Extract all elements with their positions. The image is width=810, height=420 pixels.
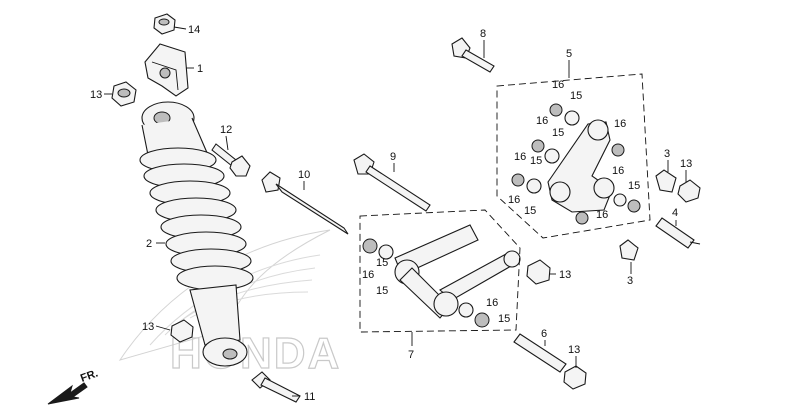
callout-16: 15 [498, 313, 510, 325]
pipe-4-part [655, 217, 695, 249]
callout-5: 5 [566, 48, 572, 60]
callout-labels: 14 1 13 12 10 9 8 5 2 13 11 7 6 13 13 3 … [90, 24, 692, 403]
callout-13: 13 [568, 344, 580, 356]
shock-absorber-part [139, 101, 254, 367]
callout-3: 3 [627, 275, 633, 287]
bearings-group [362, 103, 641, 328]
long-bolt-9-part [353, 153, 431, 212]
callout-16: 16 [552, 79, 564, 91]
nut-lower-left [170, 319, 194, 343]
bolt-12-part [211, 143, 251, 177]
pin-6-part [513, 333, 567, 373]
front-direction-label: FR. [79, 367, 100, 384]
honda-watermark-text: HONDA [170, 329, 341, 378]
callout-15: 16 [362, 269, 374, 281]
assembly-box-7 [359, 209, 521, 333]
nut-bottom-right [563, 365, 587, 390]
lower-bolt-part [251, 371, 301, 403]
front-direction-arrow [47, 382, 88, 405]
link-arm-part [547, 119, 615, 213]
callout-16: 16 [514, 151, 526, 163]
collar-3-lower [619, 239, 639, 261]
nut-center [526, 259, 551, 285]
callout-13: 13 [90, 89, 102, 101]
callout-3: 3 [664, 148, 670, 160]
callout-16: 16 [508, 194, 520, 206]
bolt-8-part [451, 37, 495, 73]
callout-15: 15 [524, 205, 536, 217]
callout-16: 16 [596, 209, 608, 221]
callout-13: 13 [680, 158, 692, 170]
callout-6: 6 [541, 328, 547, 340]
callout-13: 13 [142, 321, 154, 333]
callout-9: 9 [390, 151, 396, 163]
callout-13: 13 [559, 269, 571, 281]
collar-3-upper [655, 169, 677, 193]
callout-15: 15 [530, 155, 542, 167]
top-nut-part [153, 13, 176, 35]
callout-16: 15 [376, 257, 388, 269]
callout-16: 16 [536, 115, 548, 127]
callout-15: 15 [570, 90, 582, 102]
callout-2: 2 [146, 238, 152, 250]
leader-lines [104, 26, 701, 397]
long-bolt-10-part [261, 171, 349, 235]
callout-7: 7 [408, 349, 414, 361]
assembly-box-5 [496, 73, 651, 239]
nut-right-upper [677, 179, 701, 203]
upper-joint-part [144, 43, 189, 97]
callout-11: 11 [304, 391, 315, 403]
collar-nut-upper-left [111, 81, 137, 107]
callout-16: 15 [628, 180, 640, 192]
cushion-rod-part [394, 224, 521, 319]
callout-8: 8 [480, 28, 486, 40]
callout-12: 12 [220, 124, 232, 136]
callout-4: 4 [672, 207, 678, 219]
callout-15: 15 [376, 285, 388, 297]
callout-15: 15 [552, 127, 564, 139]
callout-10: 10 [298, 169, 310, 181]
callout-16: 16 [614, 118, 626, 130]
callout-15: 16 [486, 297, 498, 309]
callout-15: 16 [612, 165, 624, 177]
callout-1: 1 [197, 63, 203, 75]
callout-14: 14 [188, 24, 200, 36]
